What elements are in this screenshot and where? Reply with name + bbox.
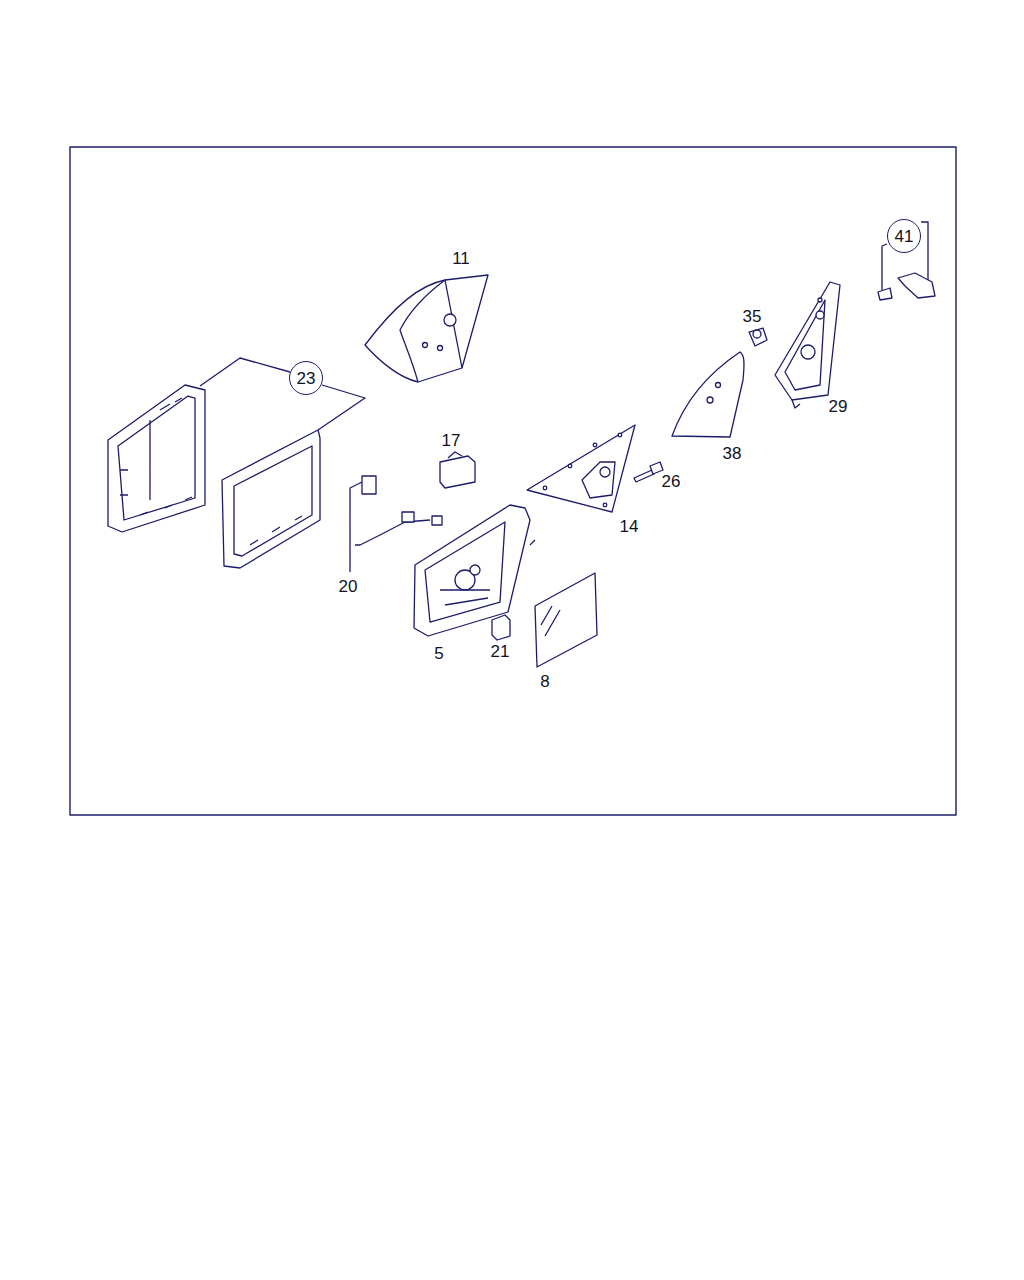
part-number: 21: [491, 643, 510, 660]
mirror-base: [414, 505, 535, 636]
callout-circle: 23: [289, 361, 323, 395]
part-number: 14: [620, 518, 639, 535]
mirror-glass: [535, 573, 597, 667]
mirror-housing: [365, 275, 488, 382]
bolt: [634, 462, 663, 482]
part-number: 35: [743, 308, 762, 325]
part-number: 20: [339, 578, 358, 595]
inner-housing: [775, 282, 840, 408]
part-number: 5: [434, 645, 443, 662]
part-number: 11: [452, 250, 470, 267]
frame: [70, 147, 956, 815]
leader-line: [882, 244, 887, 290]
callout-circle: 41: [887, 219, 921, 253]
leader-line: [200, 358, 290, 386]
callout-number: 41: [895, 228, 914, 245]
part-number: 29: [829, 398, 848, 415]
trim-piece: [108, 385, 205, 532]
switch-part: [440, 452, 475, 488]
callout-number: 23: [297, 370, 316, 387]
part-number: 38: [723, 445, 742, 462]
nut: [749, 328, 767, 346]
leader-line: [318, 385, 365, 430]
cover-plate: [672, 352, 744, 437]
part-number: 17: [442, 432, 461, 449]
part-number: 26: [662, 473, 681, 490]
clip-part: [492, 615, 510, 640]
mounting-plate: [527, 425, 635, 512]
retaining-clip: [878, 273, 935, 300]
seal-frame: [222, 430, 320, 568]
part-number: 8: [540, 673, 549, 690]
